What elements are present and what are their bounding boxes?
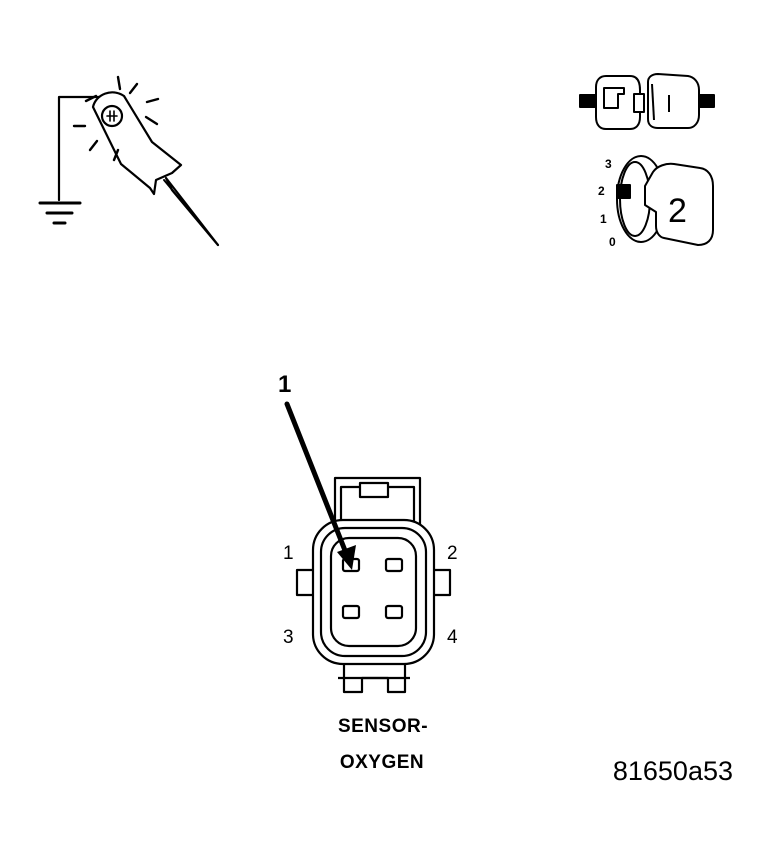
callout-arrow xyxy=(284,401,356,570)
key-position-1: 1 xyxy=(600,212,607,226)
connector-caption-line2: OXYGEN xyxy=(340,752,424,773)
callout-label: 1 xyxy=(278,371,291,398)
oxygen-sensor-connector xyxy=(295,476,452,694)
pin-label-1: 1 xyxy=(283,543,294,564)
ground-symbol-icon xyxy=(38,95,102,225)
test-light-probe-icon xyxy=(38,75,220,247)
pin-label-4: 4 xyxy=(447,627,458,648)
key-position-2: 2 xyxy=(598,184,605,198)
figure-id: 81650a53 xyxy=(613,756,733,786)
key-label: 2 xyxy=(668,192,687,230)
key-position-0: 0 xyxy=(609,235,616,249)
ignition-key-icon xyxy=(616,155,714,246)
pin-label-2: 2 xyxy=(447,543,458,564)
connector-caption-line1: SENSOR- xyxy=(338,716,428,737)
pin-label-3: 3 xyxy=(283,627,294,648)
key-position-3: 3 xyxy=(605,157,612,171)
connector-disconnect-icon xyxy=(579,73,715,130)
